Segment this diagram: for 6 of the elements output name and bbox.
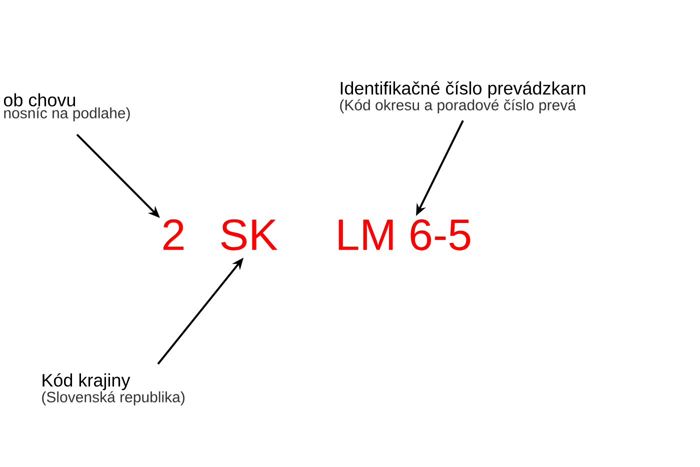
code-text: SK [221, 219, 278, 250]
callout-text: Identifikačné číslo prevádzkarn (Kód okresu a poradové číslo prevá [340, 81, 586, 114]
code-text: 2 [163, 219, 184, 250]
callout-text: Kód krajiny (Slovenská republika) [42, 373, 184, 406]
callout-text: ob chovu nosníc na podlahe) [4, 93, 130, 122]
code-text: LM 6-5 [338, 219, 470, 250]
